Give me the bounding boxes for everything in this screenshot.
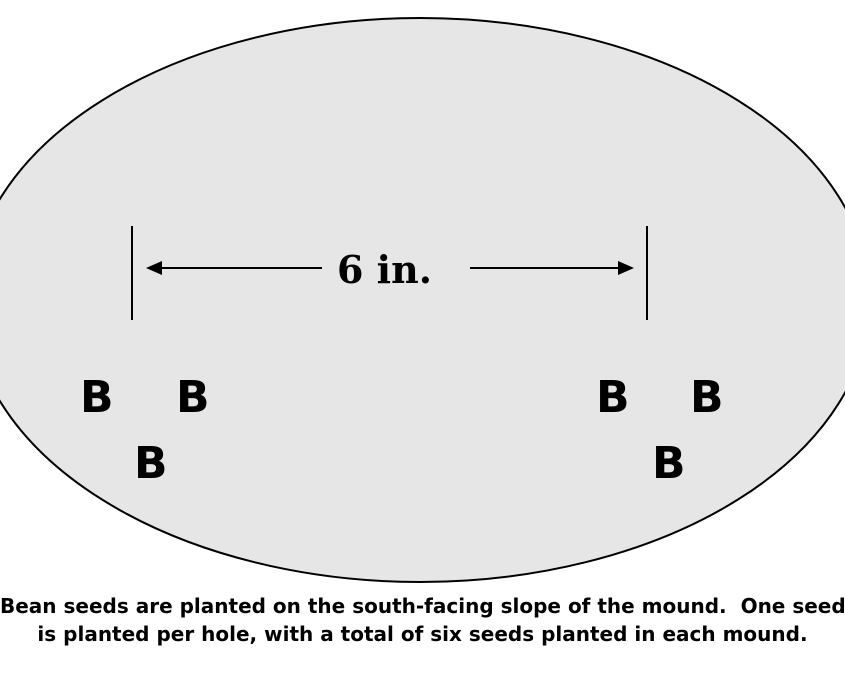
caption-line-2: is planted per hole, with a total of six… (37, 622, 808, 646)
arrow-left-head (146, 261, 162, 275)
bean-seed: B (176, 372, 210, 423)
bean-seed: B (134, 438, 168, 489)
bean-seed: B (80, 372, 114, 423)
arrow-right-head (618, 261, 634, 275)
bean-seed: B (652, 438, 686, 489)
distance-label: 6 in. (337, 247, 432, 292)
mound (0, 17, 845, 583)
bean-seed: B (690, 372, 724, 423)
caption-line-1: Bean seeds are planted on the south-faci… (0, 594, 845, 618)
caption: Bean seeds are planted on the south-faci… (0, 592, 845, 648)
bean-seed: B (596, 372, 630, 423)
